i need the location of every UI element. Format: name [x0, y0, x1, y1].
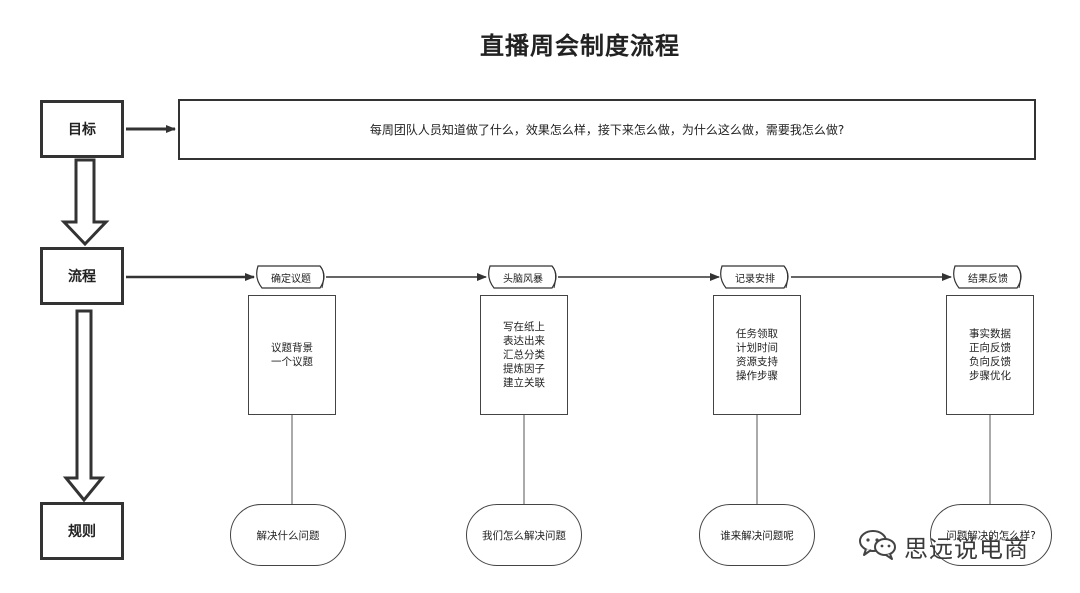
- card-line: 写在纸上: [503, 321, 545, 333]
- step-card-2: 写在纸上 表达出来 汇总分类 提炼因子 建立关联: [480, 295, 568, 415]
- card-line: 议题背景: [271, 342, 313, 354]
- tab-shape-step2: [488, 265, 557, 289]
- question-pill-2: 我们怎么解决问题: [466, 504, 582, 566]
- card-line: 负向反馈: [969, 356, 1011, 368]
- question-pill-4: 问题解决的怎么样?: [930, 504, 1052, 566]
- step-card-3: 任务领取 计划时间 资源支持 操作步骤: [713, 295, 801, 415]
- goal-description: 每周团队人员知道做了什么，效果怎么样，接下来怎么做，为什么这么做，需要我怎么做?: [178, 99, 1036, 160]
- question-pill-3: 谁来解决问题呢: [699, 504, 815, 566]
- tab-shape-step4: [953, 265, 1022, 289]
- step-tab-label: 结果反馈: [968, 273, 1008, 285]
- card-line: 计划时间: [736, 342, 778, 354]
- watermark-text: 思远说电商: [904, 534, 1029, 563]
- question-pill-1: 解决什么问题: [230, 504, 346, 566]
- card-line: 资源支持: [736, 356, 778, 368]
- watermark: 思远说电商: [858, 526, 1058, 566]
- card-line: 汇总分类: [503, 349, 545, 361]
- goal-box: 目标: [40, 100, 124, 158]
- wechat-icon: [858, 528, 898, 564]
- page-title: 直播周会制度流程: [480, 32, 680, 60]
- hollow-arrow-goal-to-process: [60, 158, 110, 247]
- step-card-1: 议题背景 一个议题: [248, 295, 336, 415]
- step-tab-label: 记录安排: [735, 273, 775, 285]
- card-line: 操作步骤: [736, 370, 778, 382]
- card-line: 建立关联: [503, 377, 545, 389]
- process-box: 流程: [40, 247, 124, 305]
- tab-shape-step1: [256, 265, 325, 289]
- card-line: 任务领取: [736, 328, 778, 340]
- card-line: 步骤优化: [969, 370, 1011, 382]
- card-line: 表达出来: [503, 335, 545, 347]
- step-tab-label: 确定议题: [271, 273, 311, 285]
- step-card-4: 事实数据 正向反馈 负向反馈 步骤优化: [946, 295, 1034, 415]
- card-line: 正向反馈: [969, 342, 1011, 354]
- step-tab-label: 头脑风暴: [503, 273, 543, 285]
- hollow-arrow-process-to-rules: [62, 309, 106, 503]
- tab-shape-step3: [720, 265, 789, 289]
- card-line: 事实数据: [969, 328, 1011, 340]
- card-line: 一个议题: [271, 356, 313, 368]
- rules-box: 规则: [40, 502, 124, 560]
- card-line: 提炼因子: [503, 363, 545, 375]
